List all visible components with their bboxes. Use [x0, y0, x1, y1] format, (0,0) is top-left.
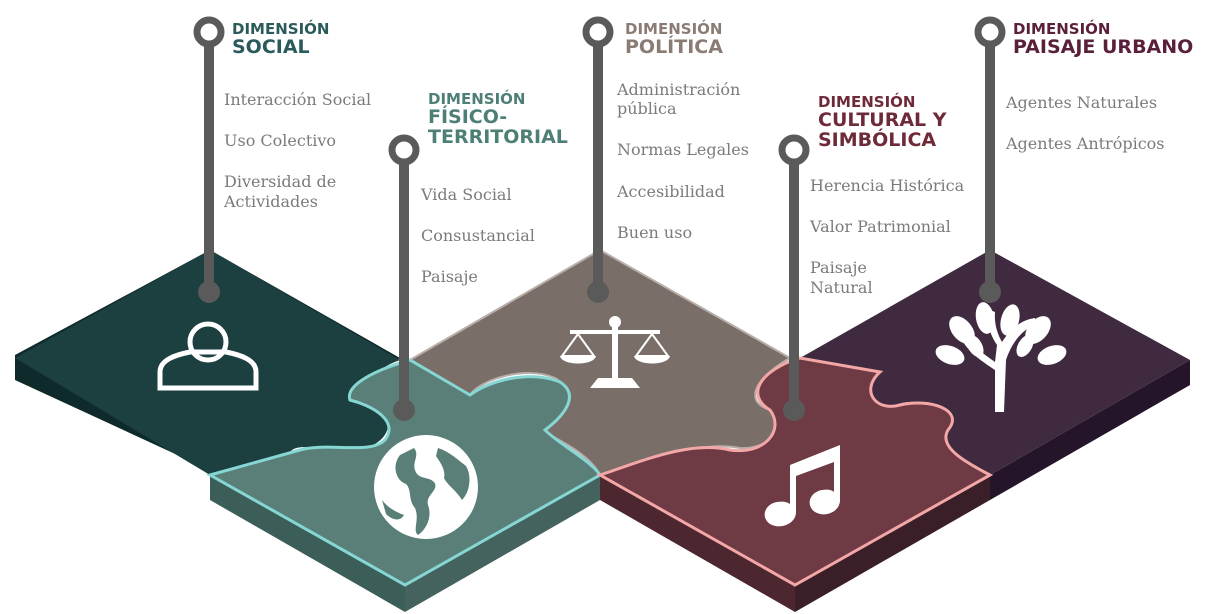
- item-social-0: Interacción Social: [224, 90, 372, 109]
- item-social-2: Diversidad de Actividades: [224, 172, 337, 211]
- person-icon: [157, 321, 259, 391]
- pin-line-politica: [593, 42, 603, 292]
- pin-line-urbano: [985, 42, 995, 292]
- title-cultural-line1: DIMENSIÓN: [818, 93, 916, 111]
- title-politica-line2: POLÍTICA: [625, 35, 723, 58]
- item-politica-1: Normas Legales: [617, 140, 749, 160]
- item-politica-3: Buen uso: [617, 222, 693, 242]
- item-fisico-2: Paisaje: [421, 267, 478, 287]
- pin-dot-urbano: [979, 281, 1001, 303]
- title-politica: DIMENSIÓN POLÍTICA: [625, 20, 723, 58]
- items-urbano: Agentes Naturales Agentes Antrópicos: [1006, 93, 1196, 175]
- pin-head-social: [193, 16, 225, 48]
- item-urbano-1: Agentes Antrópicos: [1006, 134, 1165, 154]
- pins: [193, 16, 1006, 421]
- pin-dot-politica: [587, 281, 609, 303]
- title-fisico-line1: DIMENSIÓN: [428, 90, 526, 108]
- item-cultural-2: Paisaje Natural: [810, 258, 873, 297]
- item-cultural-0: Herencia Histórica: [810, 176, 965, 195]
- pin-dot-social: [198, 281, 220, 303]
- title-social-line2: SOCIAL: [232, 35, 310, 58]
- item-social-1: Uso Colectivo: [224, 131, 337, 151]
- items-fisico: Vida Social Consustancial Paisaje: [421, 185, 561, 309]
- items-cultural: Herencia Histórica Valor Patrimonial Pai…: [810, 176, 990, 319]
- item-fisico-1: Consustancial: [421, 226, 535, 246]
- pin-head-urbano: [974, 16, 1006, 48]
- music-note-icon: [764, 445, 840, 527]
- title-urbano-line2: PAISAJE URBANO: [1013, 35, 1194, 58]
- globe-icon: [374, 435, 478, 539]
- pin-line-fisico: [399, 160, 409, 410]
- tree-icon: [935, 302, 1067, 412]
- title-social: DIMENSIÓN SOCIAL: [232, 20, 330, 58]
- title-fisico-line2: FÍSICO-TERRITORIAL: [428, 105, 568, 148]
- title-cultural: DIMENSIÓN CULTURAL Y SIMBÓLICA: [818, 93, 968, 151]
- pin-line-social: [204, 42, 214, 292]
- items-social: Interacción Social Uso Colectivo Diversi…: [224, 90, 394, 233]
- social-piece: [15, 250, 400, 475]
- item-politica-2: Accesibilidad: [617, 181, 725, 201]
- pin-head-cultural: [778, 134, 810, 166]
- pin-dot-cultural: [783, 399, 805, 421]
- pin-line-cultural: [789, 160, 799, 410]
- title-social-line1: DIMENSIÓN: [232, 20, 330, 38]
- item-fisico-0: Vida Social: [421, 185, 512, 204]
- title-urbano-line1: DIMENSIÓN: [1013, 20, 1111, 38]
- pin-dot-fisico: [393, 399, 415, 421]
- pin-head-fisico: [388, 134, 420, 166]
- item-politica-0: Administración pública: [617, 80, 741, 119]
- item-urbano-0: Agentes Naturales: [1006, 93, 1158, 112]
- title-fisico: DIMENSIÓN FÍSICO-TERRITORIAL: [428, 90, 578, 148]
- item-cultural-1: Valor Patrimonial: [810, 217, 951, 237]
- title-cultural-line2: CULTURAL Y SIMBÓLICA: [818, 108, 947, 151]
- title-politica-line1: DIMENSIÓN: [625, 20, 723, 38]
- pin-head-politica: [582, 16, 614, 48]
- items-politica: Administración pública Normas Legales Ac…: [617, 80, 767, 264]
- title-urbano: DIMENSIÓN PAISAJE URBANO: [1013, 20, 1194, 58]
- scales-icon: [560, 316, 670, 388]
